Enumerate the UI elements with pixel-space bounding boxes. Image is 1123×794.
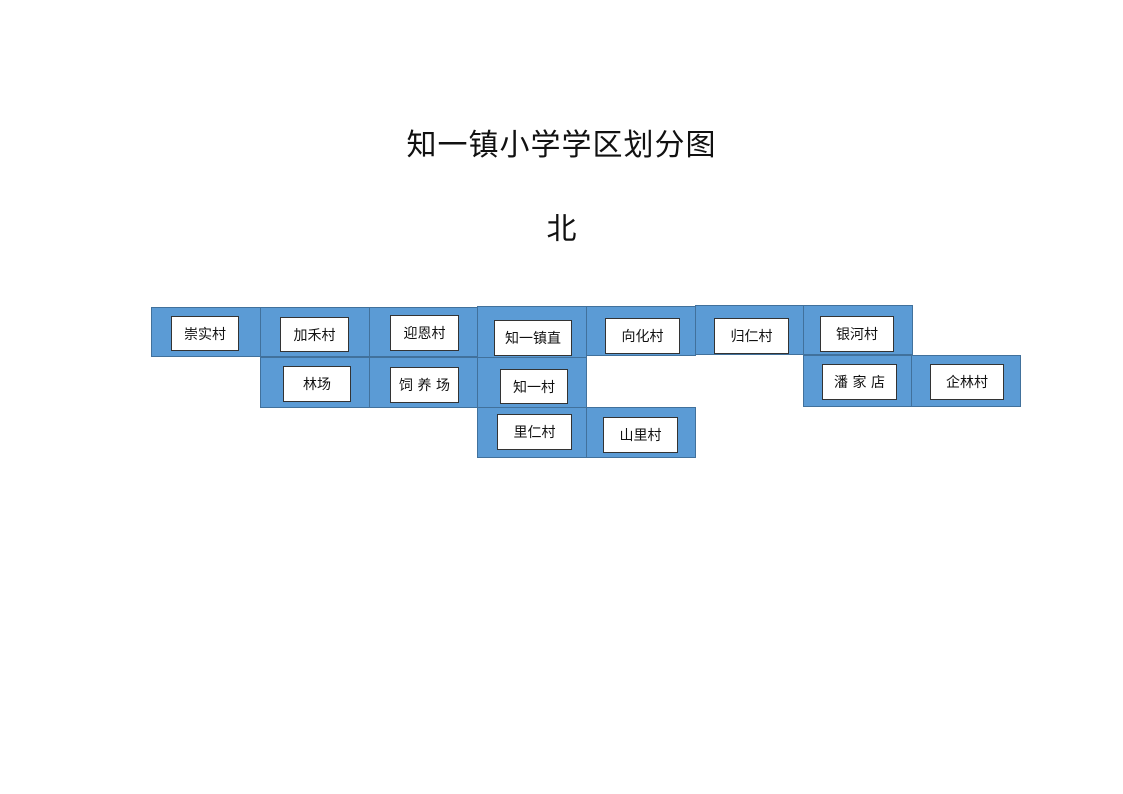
- area-label: 归仁村: [714, 318, 789, 354]
- page-title: 知一镇小学学区划分图: [406, 128, 717, 163]
- area-xianghua: 向化村: [586, 306, 696, 356]
- area-label: 知一村: [500, 369, 568, 404]
- area-panjiadian: 潘 家 店: [803, 355, 913, 407]
- area-label: 潘 家 店: [822, 364, 897, 400]
- area-yinhe: 银河村: [803, 305, 913, 355]
- area-linchang: 林场: [260, 357, 370, 408]
- area-guiren: 归仁村: [695, 305, 805, 355]
- area-label: 企林村: [930, 364, 1004, 400]
- north-indicator: 北: [546, 212, 577, 247]
- area-liren: 里仁村: [477, 407, 587, 458]
- area-label: 崇实村: [171, 316, 239, 351]
- area-label: 银河村: [820, 316, 894, 352]
- area-label: 里仁村: [497, 414, 572, 450]
- area-label: 迎恩村: [390, 315, 459, 351]
- area-label: 向化村: [605, 318, 680, 354]
- area-zhiyizhen-zhi: 知一镇直: [477, 306, 587, 358]
- area-siyangchang: 饲 养 场: [369, 357, 479, 408]
- area-jiahe: 加禾村: [260, 307, 370, 357]
- area-qilin: 企林村: [911, 355, 1021, 407]
- area-label: 加禾村: [280, 317, 349, 352]
- area-label: 饲 养 场: [390, 367, 459, 403]
- area-zhiyi: 知一村: [477, 357, 587, 409]
- area-ying-en: 迎恩村: [369, 307, 479, 357]
- area-shanli: 山里村: [586, 407, 696, 458]
- area-label: 知一镇直: [494, 320, 572, 356]
- area-label: 山里村: [603, 417, 678, 453]
- area-chongshi: 崇实村: [151, 307, 261, 357]
- area-label: 林场: [283, 366, 351, 402]
